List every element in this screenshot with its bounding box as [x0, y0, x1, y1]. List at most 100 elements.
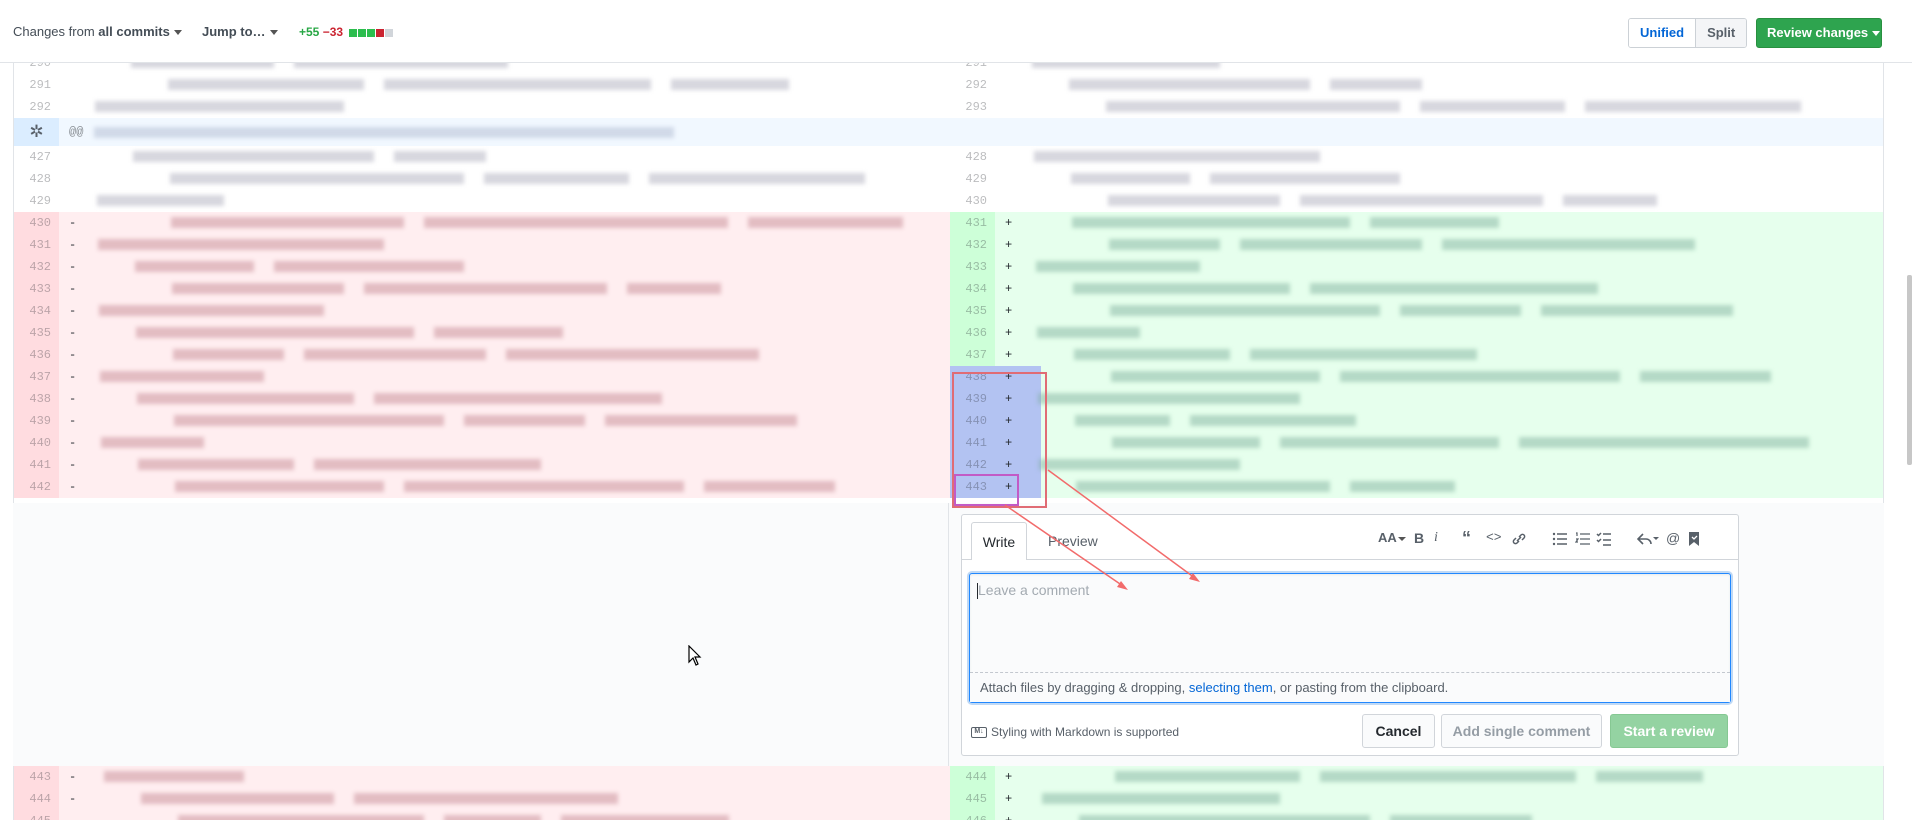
- link-icon[interactable]: [1511, 531, 1527, 547]
- line-number[interactable]: 428: [950, 146, 995, 168]
- redacted-code: [627, 283, 721, 294]
- addition-marker: +: [1005, 810, 1012, 820]
- addition-marker: +: [1005, 348, 1013, 362]
- line-number[interactable]: 292: [14, 96, 59, 118]
- italic-icon[interactable]: i: [1434, 530, 1438, 545]
- line-number[interactable]: 431: [14, 234, 59, 256]
- diff-right-cell: 441+: [950, 432, 1883, 454]
- review-changes-button[interactable]: Review changes: [1756, 18, 1882, 48]
- redacted-code: [374, 393, 662, 404]
- line-number[interactable]: 436: [950, 322, 995, 344]
- line-number[interactable]: 437: [950, 344, 995, 366]
- diff-row: 443-444+: [14, 766, 1883, 788]
- line-number[interactable]: 434: [950, 278, 995, 300]
- bold-icon[interactable]: B: [1414, 530, 1425, 546]
- line-number[interactable]: 434: [14, 300, 59, 322]
- line-number[interactable]: 446: [950, 810, 995, 820]
- expand-icon[interactable]: ✲: [14, 118, 59, 146]
- line-number[interactable]: 431: [950, 212, 995, 234]
- diff-stats: +55 −33: [299, 24, 394, 40]
- attach-suffix: , or pasting from the clipboard.: [1272, 680, 1449, 695]
- line-number[interactable]: 445: [950, 788, 995, 810]
- line-number[interactable]: 430: [950, 190, 995, 212]
- redacted-code: [1110, 305, 1380, 316]
- line-number[interactable]: 432: [950, 234, 995, 256]
- addition-marker: +: [1005, 770, 1013, 784]
- tab-write[interactable]: Write: [971, 522, 1027, 560]
- line-number[interactable]: 443: [950, 476, 995, 498]
- line-number[interactable]: 427: [14, 146, 59, 168]
- line-number[interactable]: 439: [14, 410, 59, 432]
- diff-right-cell: 293: [950, 96, 1883, 118]
- line-number[interactable]: 291: [14, 74, 59, 96]
- diff-row: 444-445+: [14, 788, 1883, 810]
- jump-to-dropdown[interactable]: Jump to…: [202, 24, 278, 40]
- line-number[interactable]: 292: [950, 74, 995, 96]
- redacted-code: [444, 815, 541, 820]
- split-button[interactable]: Split: [1695, 19, 1747, 47]
- redacted-code: [1071, 173, 1190, 184]
- line-number[interactable]: 441: [14, 454, 59, 476]
- code-icon[interactable]: <>: [1486, 530, 1502, 545]
- select-files-link[interactable]: selecting them: [1188, 680, 1273, 695]
- line-number[interactable]: 444: [14, 788, 59, 810]
- line-number[interactable]: 435: [14, 322, 59, 344]
- page-scrollbar[interactable]: [1907, 275, 1912, 465]
- line-number[interactable]: 429: [950, 168, 995, 190]
- redacted-code: [1320, 771, 1576, 782]
- redacted-code: [1108, 195, 1280, 206]
- line-number[interactable]: 440: [950, 410, 995, 432]
- reply-icon[interactable]: [1637, 531, 1659, 547]
- addition-marker: +: [1005, 282, 1013, 296]
- line-number[interactable]: 433: [14, 278, 59, 300]
- line-number[interactable]: 293: [950, 96, 995, 118]
- add-single-comment-button[interactable]: Add single comment: [1441, 714, 1602, 748]
- line-number[interactable]: 442: [14, 476, 59, 498]
- redacted-code: [1300, 195, 1543, 206]
- tabs-divider: [962, 559, 1738, 560]
- bulleted-list-icon[interactable]: [1552, 531, 1568, 547]
- file-attach-area[interactable]: Attach files by dragging & dropping, sel…: [970, 672, 1730, 702]
- line-number[interactable]: 433: [950, 256, 995, 278]
- line-number[interactable]: 436: [14, 344, 59, 366]
- line-number[interactable]: 441: [950, 432, 995, 454]
- cancel-button[interactable]: Cancel: [1362, 714, 1435, 748]
- markdown-note: M↓Styling with Markdown is supported: [971, 725, 1179, 739]
- tab-preview[interactable]: Preview: [1048, 533, 1098, 549]
- start-review-button[interactable]: Start a review: [1610, 714, 1728, 748]
- quote-icon[interactable]: “: [1462, 528, 1471, 548]
- line-number[interactable]: 435: [950, 300, 995, 322]
- line-number[interactable]: 437: [14, 366, 59, 388]
- diff-right-cell: 445+: [950, 788, 1883, 810]
- markdown-note-text: Styling with Markdown is supported: [991, 725, 1180, 739]
- changes-from-dropdown[interactable]: Changes from all commits: [13, 24, 182, 40]
- line-number[interactable]: 440: [14, 432, 59, 454]
- diff-right-cell: 444 +: [950, 766, 1883, 788]
- line-number[interactable]: 445: [14, 810, 59, 820]
- diff-left-cell: 440-: [14, 432, 950, 454]
- diff-left-cell: 429: [14, 190, 950, 212]
- line-number[interactable]: 429: [14, 190, 59, 212]
- diff-left-cell: 442-: [14, 476, 950, 498]
- numbered-list-icon[interactable]: [1575, 531, 1591, 547]
- redacted-code: [561, 815, 729, 820]
- line-number[interactable]: 439: [950, 388, 995, 410]
- line-number[interactable]: 430: [14, 212, 59, 234]
- comment-textarea[interactable]: Leave a comment Attach files by dragging…: [969, 573, 1731, 703]
- deletion-marker: -: [69, 392, 77, 406]
- diff-right-cell: 430: [950, 190, 1883, 212]
- addition-marker: +: [1005, 392, 1013, 406]
- chevron-down-icon: [269, 30, 278, 36]
- line-number[interactable]: 443: [14, 766, 59, 788]
- saved-replies-icon[interactable]: [1686, 531, 1702, 547]
- line-number[interactable]: 432: [14, 256, 59, 278]
- line-number[interactable]: 442: [950, 454, 995, 476]
- line-number[interactable]: 438: [14, 388, 59, 410]
- mention-icon[interactable]: @: [1666, 530, 1681, 546]
- line-number[interactable]: 428: [14, 168, 59, 190]
- line-number[interactable]: 444: [950, 766, 995, 788]
- diff-row: 433-434+: [14, 278, 1883, 300]
- task-list-icon[interactable]: [1596, 531, 1612, 547]
- text-size-icon[interactable]: AA: [1378, 529, 1406, 547]
- unified-button[interactable]: Unified: [1629, 19, 1696, 47]
